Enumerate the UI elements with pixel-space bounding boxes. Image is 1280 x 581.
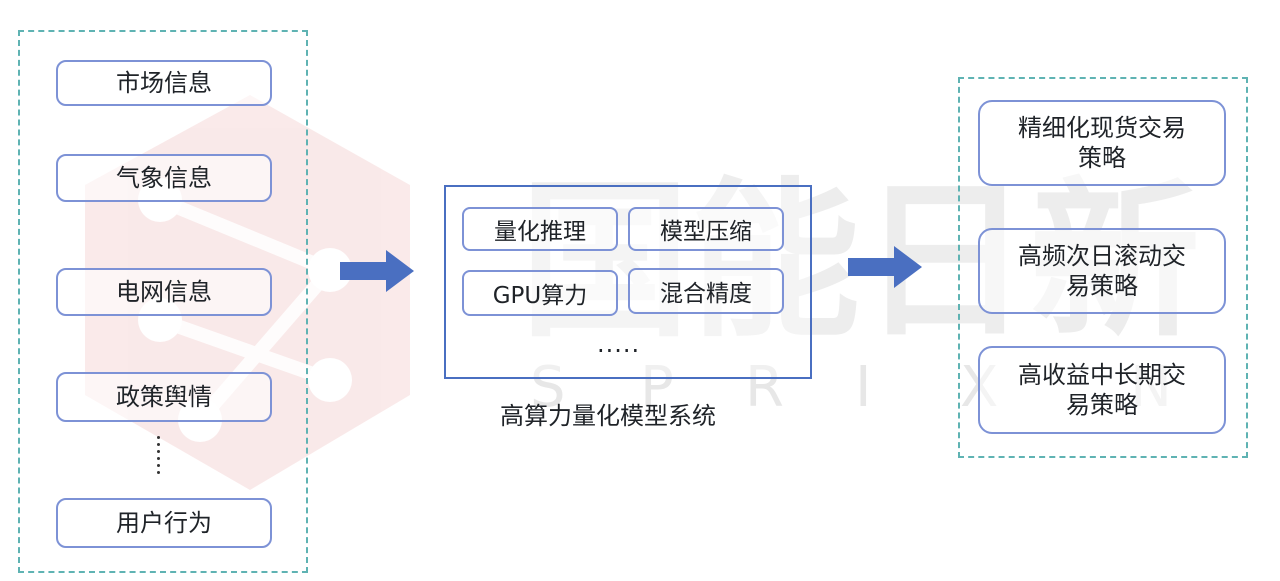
system-item-label: 量化推理 [494,219,586,245]
input-node-label: 用户行为 [116,509,212,537]
input-node-label: 气象信息 [116,164,212,192]
output-node-line: 策略 [1078,144,1126,172]
output-node-line: 精细化现货交易 [1018,114,1186,142]
output-node-line: 易策略 [1066,272,1138,300]
watermark-letter: I [855,355,872,420]
output-node-refined-spot: 精细化现货交易 策略 [978,100,1226,186]
watermark-letter: P [640,355,674,420]
output-node-line: 高收益中长期交 [1018,361,1186,389]
system-item-mixed-precision: 混合精度 [628,268,784,314]
output-node-line: 易策略 [1066,391,1138,419]
system-item-model-compression: 模型压缩 [628,207,784,251]
system-caption: 高算力量化模型系统 [500,402,716,430]
vertical-ellipsis [157,436,161,478]
input-node-user-behavior: 用户行为 [56,498,272,548]
system-item-label: GPU算力 [492,283,588,309]
input-group [18,30,308,573]
system-item-quant-inference: 量化推理 [462,207,618,251]
output-node-line: 高频次日滚动交 [1018,242,1186,270]
input-node-policy: 政策舆情 [56,372,272,422]
system-item-label: 模型压缩 [660,219,752,245]
input-node-market: 市场信息 [56,60,272,106]
output-node-high-return: 高收益中长期交 易策略 [978,346,1226,434]
input-node-label: 市场信息 [116,69,212,97]
input-node-weather: 气象信息 [56,154,272,202]
right-arrow-icon [848,246,922,288]
system-item-label: 混合精度 [660,281,752,307]
watermark-letter: S [530,355,566,420]
right-arrow-icon [340,250,414,292]
input-node-label: 政策舆情 [116,383,212,411]
watermark-letter: R [745,355,784,420]
input-node-grid: 电网信息 [56,268,272,316]
system-ellipsis: ..... [597,330,641,358]
output-group [958,77,1248,458]
output-node-high-frequency: 高频次日滚动交 易策略 [978,228,1226,314]
system-item-gpu-compute: GPU算力 [462,270,618,316]
input-node-label: 电网信息 [116,278,212,306]
